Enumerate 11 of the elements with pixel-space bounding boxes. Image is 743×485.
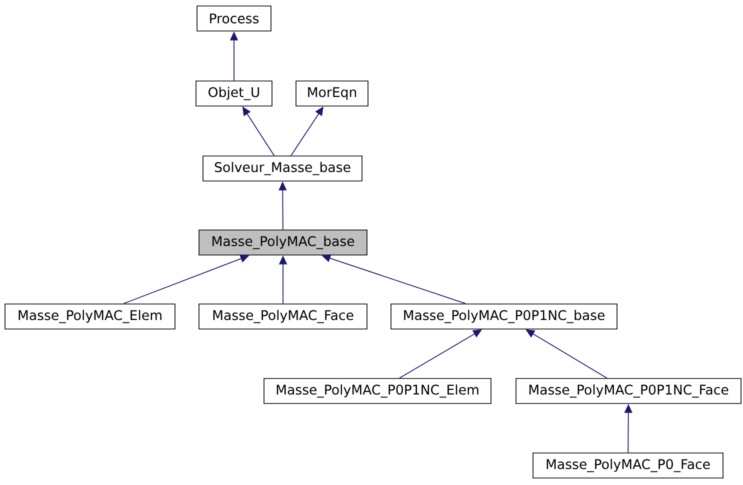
class-box: Masse_PolyMAC_base (198, 230, 368, 256)
class-box: Masse_PolyMAC_P0_Face (532, 452, 724, 478)
class-box: Process (196, 6, 272, 32)
class-box: Masse_PolyMAC_Elem (4, 304, 176, 330)
class-box: Masse_PolyMAC_P0P1NC_Elem (264, 378, 492, 404)
class-box: Objet_U (196, 80, 272, 106)
class-box: Masse_PolyMAC_P0P1NC_base (390, 304, 618, 330)
class-box: Masse_PolyMAC_P0P1NC_Face (516, 378, 742, 404)
class-box: Solveur_Masse_base (202, 156, 362, 182)
class-box: MorEqn (296, 80, 368, 106)
class-box: Masse_PolyMAC_Face (198, 304, 368, 330)
